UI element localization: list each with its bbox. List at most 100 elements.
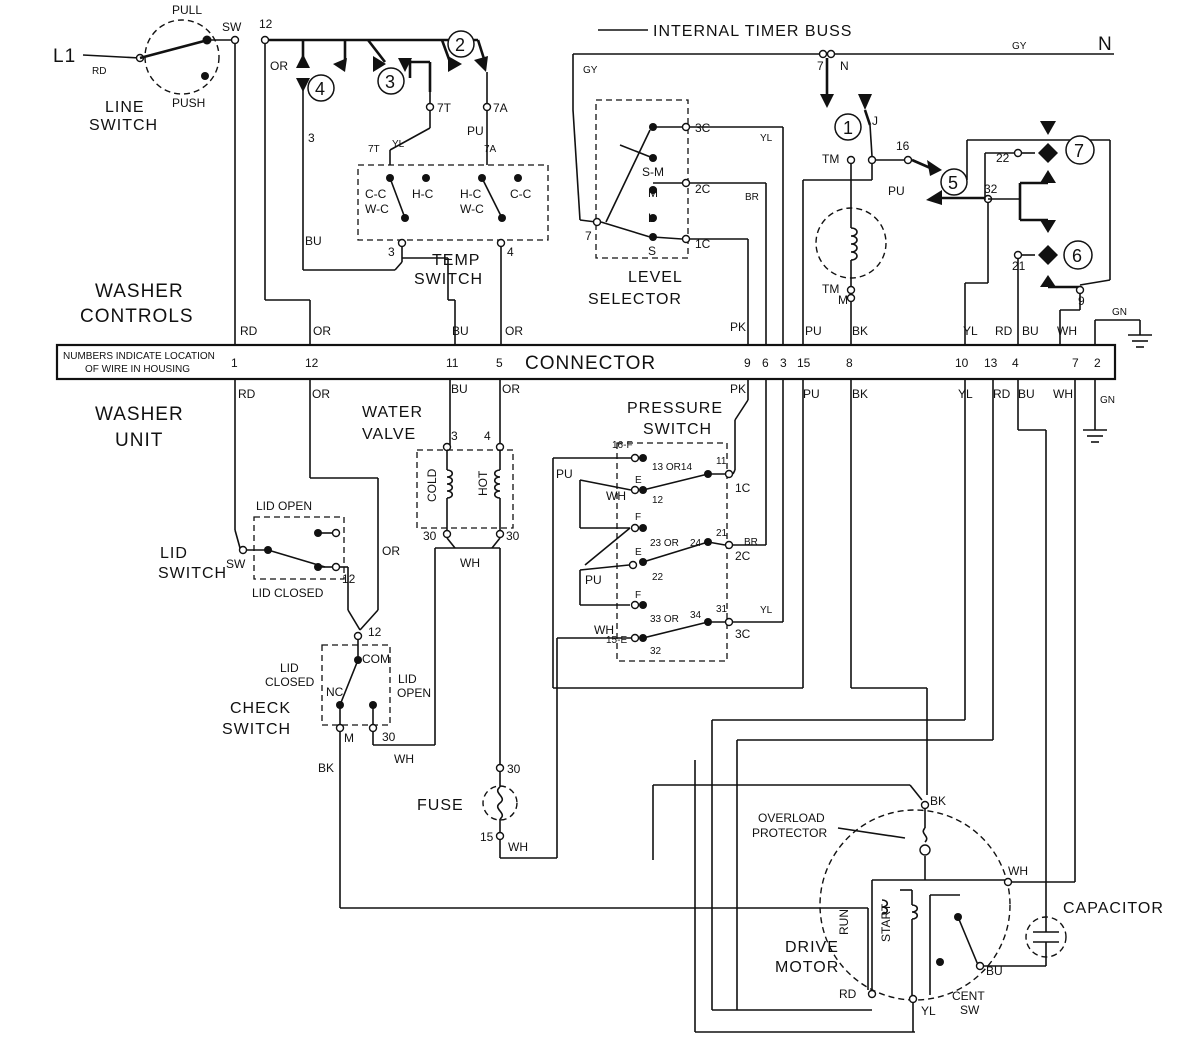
temp-cc-2: C-C <box>510 187 532 201</box>
timer-contact-1: 1 <box>843 118 853 138</box>
timer-terminal-j: J <box>872 114 878 128</box>
level-sm: S-M <box>642 165 664 179</box>
wire-wh-ps-1: WH <box>606 489 626 503</box>
line-switch-rd: RD <box>92 66 106 77</box>
terminal-7t: 7T <box>437 101 452 115</box>
level-3c: 3C <box>695 121 711 135</box>
ps-e-2: E <box>635 547 642 558</box>
wire-wh-bottom: WH <box>1053 387 1073 401</box>
l1-label: L1 <box>53 46 76 67</box>
check-switch: 12 COM NC M 30 LID CLOSED LID OPEN CHECK… <box>222 548 869 990</box>
connector-label: CONNECTOR <box>525 353 656 374</box>
connector-pin-10: 10 <box>955 356 969 370</box>
washer-controls-label-2: CONTROLS <box>80 306 194 327</box>
motor-start: START <box>879 903 893 942</box>
fuse-15: 15 <box>480 830 494 844</box>
connector-pin-11: 11 <box>446 356 459 370</box>
water-valve: WATER VALVE 3 4 COLD HOT 30 30 WH <box>362 380 520 765</box>
temp-wc: W-C <box>365 202 389 216</box>
ps-21: 21 <box>716 528 728 539</box>
wire-gy-label-2: GY <box>583 65 598 76</box>
ps-2c: 2C <box>735 549 751 563</box>
fuse: 30 FUSE 15 WH <box>417 638 558 859</box>
terminal-3-contact4: 3 <box>308 131 315 145</box>
timer-contact-4: 4 <box>315 79 325 99</box>
ps-24: 24 <box>690 538 702 549</box>
check-com: COM <box>362 652 390 666</box>
wire-rd-bottom-2: RD <box>993 387 1011 401</box>
timer-contact-7: 7 <box>1074 141 1084 161</box>
connector-pin-4: 4 <box>1012 356 1019 370</box>
valve-4: 4 <box>484 429 491 443</box>
valve-3: 3 <box>451 429 458 443</box>
lid-open-label: LID OPEN <box>256 499 312 513</box>
motor-run: RUN <box>837 909 851 935</box>
ps-13or14: 13 OR14 <box>652 462 692 473</box>
timer-terminal-7: 7 <box>817 59 824 73</box>
timer-terminal-22: 22 <box>996 151 1010 165</box>
wire-wh-valve: WH <box>460 556 480 570</box>
wire-bk-check: BK <box>318 761 334 775</box>
temp-switch-label-2: SWITCH <box>414 271 483 288</box>
level-selector-label-2: SELECTOR <box>588 291 682 308</box>
timer-terminal-21: 21 <box>1012 259 1026 273</box>
terminal-12-top: 12 <box>259 17 273 31</box>
wire-wh-top: WH <box>1057 324 1077 338</box>
timer-m: M <box>838 293 848 307</box>
connector-pin-6: 6 <box>762 356 769 370</box>
check-lid-open-1: LID <box>398 672 417 686</box>
timer-terminal-16: 16 <box>896 139 910 153</box>
temp-7a: 7A <box>484 144 497 155</box>
lid-sw: SW <box>226 557 246 571</box>
internal-timer-buss: INTERNAL TIMER BUSS N GY GY <box>573 23 1114 76</box>
water-valve-label-2: VALVE <box>362 426 416 443</box>
drive-motor-label-2: MOTOR <box>775 959 839 976</box>
cent-sw-1: CENT <box>952 989 985 1003</box>
ps-16f: 16-F <box>612 440 633 451</box>
level-selector: 7 S-M M L S 3C 2C 1C YL BR LEVEL SELECTO… <box>572 54 784 345</box>
timer-terminal-tm: TM <box>822 152 839 166</box>
timer-terminal-9: 9 <box>1078 294 1085 308</box>
fuse-label: FUSE <box>417 797 464 814</box>
ps-e-1: E <box>635 475 642 486</box>
wire-wh-ps-2: WH <box>594 623 614 637</box>
terminal-7a: 7A <box>493 101 508 115</box>
wire-yl-7t: YL <box>392 139 405 150</box>
wire-pu-timer: PU <box>888 184 905 198</box>
ps-15e: 15-E <box>606 635 627 646</box>
ps-3c: 3C <box>735 627 751 641</box>
timer-tm-2: TM <box>822 282 839 296</box>
lid-12: 12 <box>342 572 356 586</box>
wire-or-bottom-2: OR <box>502 382 520 396</box>
lid-closed-label: LID CLOSED <box>252 586 324 600</box>
ps-1c: 1C <box>735 481 751 495</box>
timer-contacts-2-3-4: 12 7T 7A 3 PU YL OR 4 3 <box>259 17 508 345</box>
temp-wc-2: W-C <box>460 202 484 216</box>
check-30: 30 <box>382 730 396 744</box>
timer-contact-6: 6 <box>1072 246 1082 266</box>
ps-31: 31 <box>716 604 728 615</box>
connector-note-1: NUMBERS INDICATE LOCATION <box>63 351 215 362</box>
washer-unit-label-2: UNIT <box>115 430 163 451</box>
wire-rd-top: RD <box>240 324 258 338</box>
connector-pin-12: 12 <box>305 356 319 370</box>
valve-30-left: 30 <box>423 529 437 543</box>
check-m: M <box>344 731 354 745</box>
wire-bk-bottom: BK <box>852 387 868 401</box>
wire-bu-bottom-2: BU <box>1018 387 1035 401</box>
level-s: S <box>648 244 656 258</box>
check-nc: NC <box>326 685 344 699</box>
cent-sw-2: SW <box>960 1003 980 1017</box>
wire-bk-top: BK <box>852 324 868 338</box>
motor-bk: BK <box>930 794 946 808</box>
connector-pin-15: 15 <box>797 356 811 370</box>
ps-33or: 33 OR <box>650 614 679 625</box>
wire-gn-top: GN <box>1112 307 1127 318</box>
wire-pk-bottom: PK <box>730 382 746 396</box>
wire-or-top-2: OR <box>313 324 331 338</box>
connector-pin-7: 7 <box>1072 356 1079 370</box>
check-lid-closed-2: CLOSED <box>265 675 315 689</box>
motor-feed-wires <box>652 380 1076 1033</box>
level-selector-label-1: LEVEL <box>628 269 683 286</box>
timer-motor-area: 7 N 1 J 16 TM PU TM M 5 <box>802 49 1152 348</box>
